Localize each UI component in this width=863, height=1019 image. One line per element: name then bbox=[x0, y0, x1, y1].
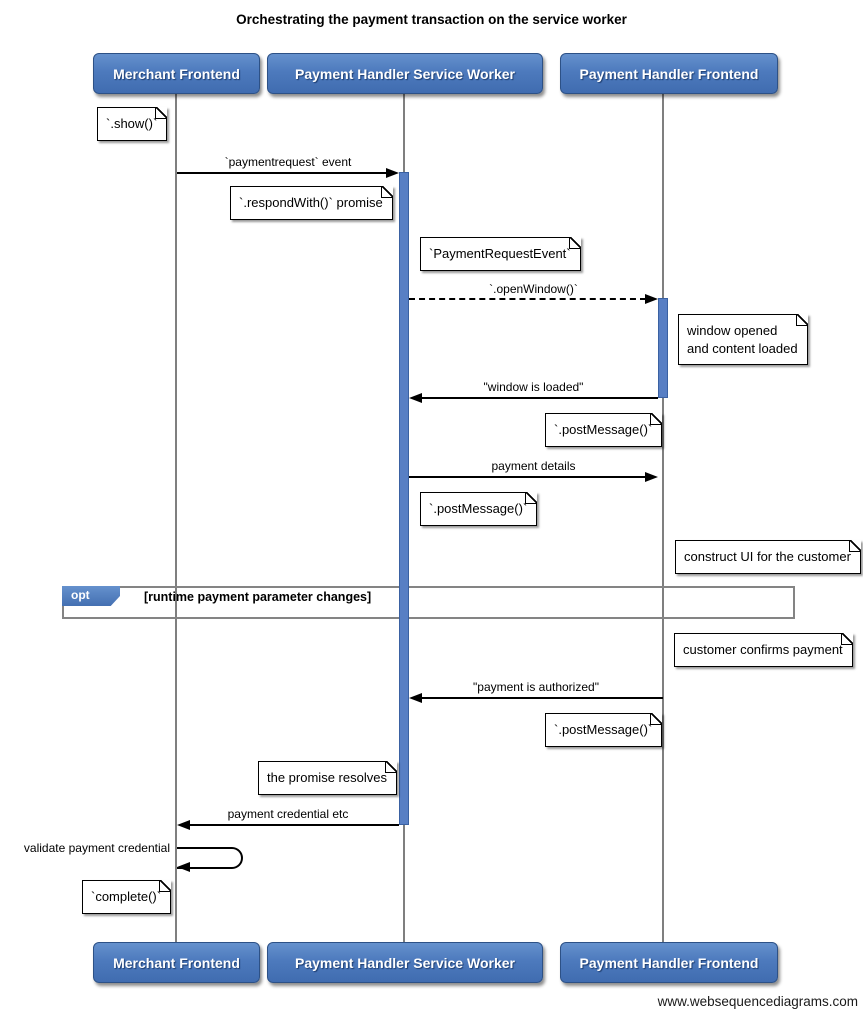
message-label: "window is loaded" bbox=[483, 380, 584, 394]
note-respondwith: `.respondWith()` promise bbox=[230, 186, 393, 220]
activation-bar-payment-handler-frontend bbox=[658, 298, 668, 398]
note-complete: `complete()` bbox=[82, 880, 172, 914]
note-window-opened: window opened and content loaded bbox=[678, 314, 808, 366]
actor-box-service-worker-bottom: Payment Handler Service Worker bbox=[267, 942, 543, 983]
note-postmessage-2: `.postMessage()` bbox=[420, 492, 538, 526]
arrowhead-icon bbox=[409, 693, 422, 703]
note-paymentrequestevent: `PaymentRequestEvent` bbox=[420, 237, 581, 271]
message-arrow bbox=[422, 697, 663, 699]
message-arrow bbox=[190, 824, 399, 826]
lifeline-payment-handler-frontend bbox=[662, 92, 664, 942]
arrowhead-icon bbox=[645, 472, 658, 482]
actor-box-payment-handler-frontend-bottom: Payment Handler Frontend bbox=[560, 942, 778, 983]
note-construct-ui: construct UI for the customer bbox=[675, 540, 861, 574]
opt-fragment: opt [runtime payment parameter changes] bbox=[62, 586, 795, 619]
message-arrow bbox=[409, 476, 645, 478]
message-label: `paymentrequest` event bbox=[224, 155, 352, 169]
actor-box-merchant-frontend-top: Merchant Frontend bbox=[93, 53, 260, 94]
opt-fragment-keyword: opt bbox=[62, 586, 120, 606]
note-postmessage-3: `.postMessage()` bbox=[545, 713, 663, 747]
message-arrow bbox=[177, 172, 387, 174]
websequencediagrams-watermark: www.websequencediagrams.com bbox=[657, 994, 858, 1009]
note-show: `.show()` bbox=[97, 107, 168, 141]
arrowhead-icon bbox=[386, 168, 399, 178]
message-label: payment details bbox=[491, 459, 576, 473]
opt-fragment-guard: [runtime payment parameter changes] bbox=[144, 590, 372, 604]
activation-bar-service-worker bbox=[399, 172, 409, 825]
actor-box-payment-handler-frontend-top: Payment Handler Frontend bbox=[560, 53, 778, 94]
message-label: "payment is authorized" bbox=[473, 680, 599, 694]
actor-box-merchant-frontend-bottom: Merchant Frontend bbox=[93, 942, 260, 983]
self-message-arrow bbox=[177, 847, 243, 869]
actor-box-service-worker-top: Payment Handler Service Worker bbox=[267, 53, 543, 94]
arrowhead-icon bbox=[177, 820, 190, 830]
message-label: `.openWindow()` bbox=[489, 282, 578, 296]
arrowhead-icon bbox=[645, 294, 658, 304]
note-customer-confirms: customer confirms payment bbox=[674, 633, 853, 667]
message-label: payment credential etc bbox=[227, 807, 349, 821]
arrowhead-icon bbox=[409, 393, 422, 403]
note-promise-resolves: the promise resolves bbox=[258, 761, 397, 795]
message-arrow bbox=[422, 397, 658, 399]
note-postmessage-1: `.postMessage()` bbox=[545, 413, 663, 447]
lifeline-merchant-frontend bbox=[175, 92, 177, 942]
arrowhead-icon bbox=[177, 862, 190, 872]
diagram-title: Orchestrating the payment transaction on… bbox=[236, 12, 627, 27]
self-message-label: validate payment credential bbox=[23, 841, 170, 855]
message-arrow bbox=[409, 298, 646, 300]
